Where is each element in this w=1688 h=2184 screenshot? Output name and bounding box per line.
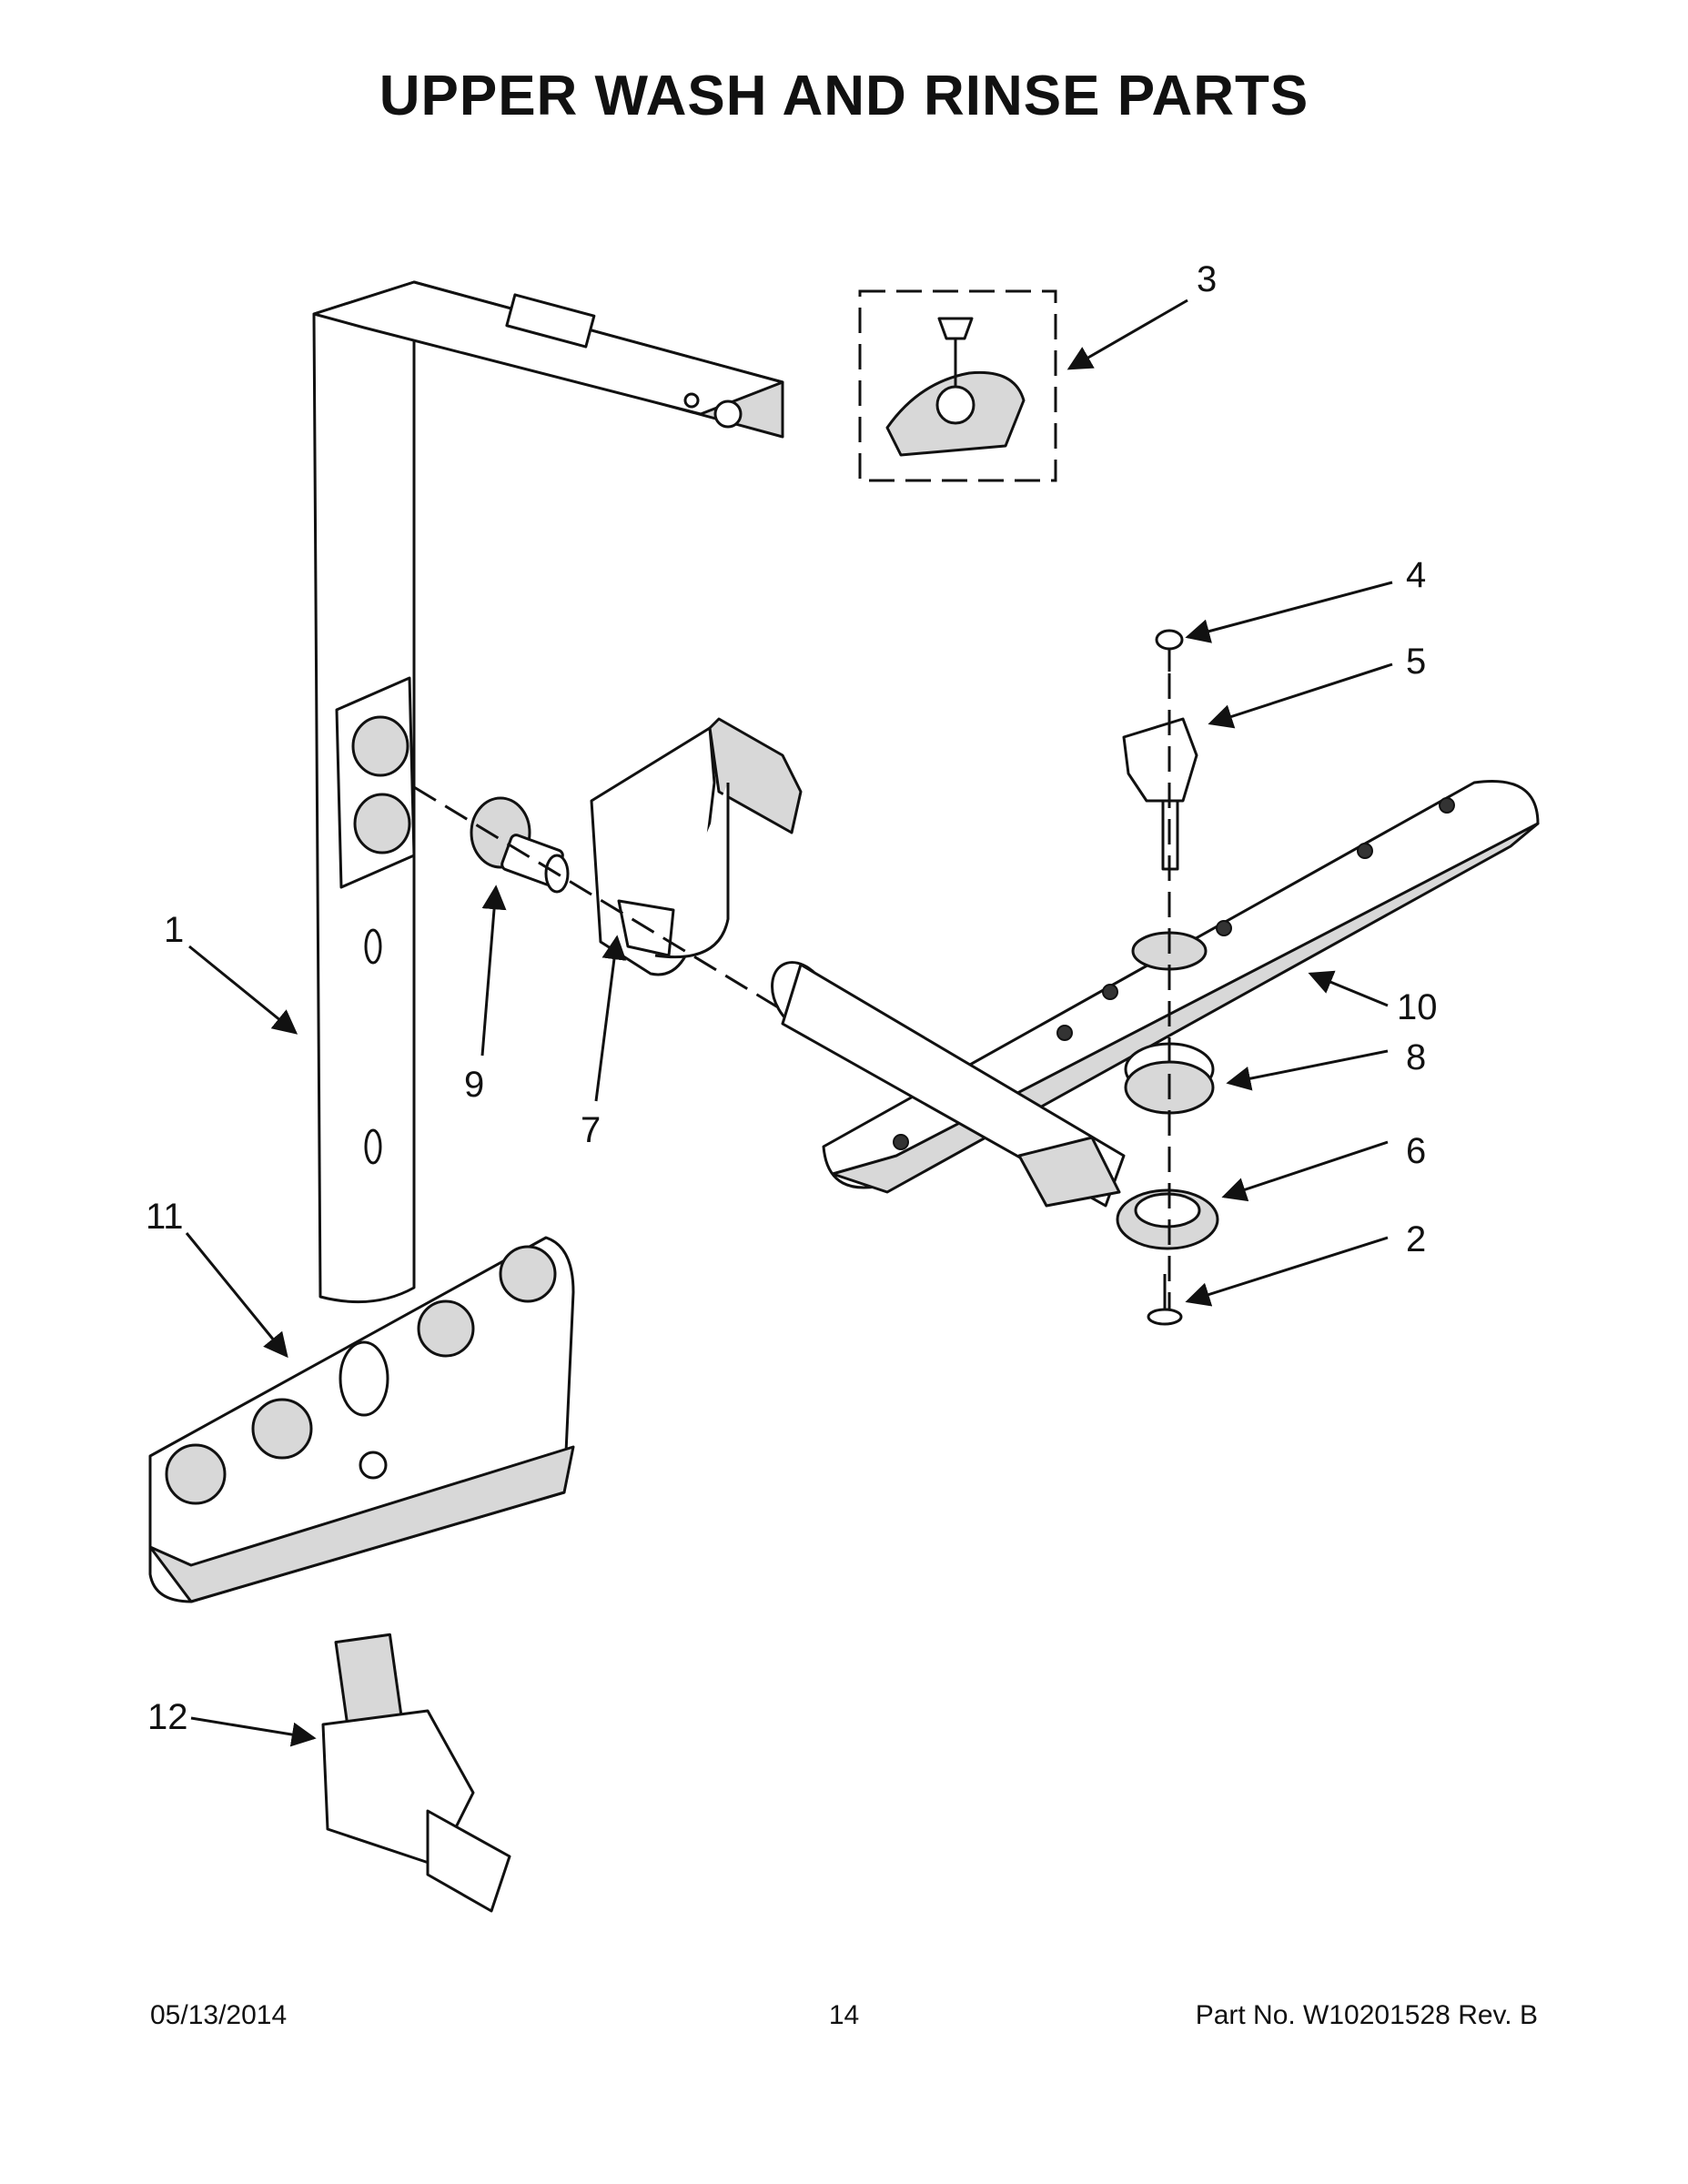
- callout-1: 1: [164, 910, 184, 950]
- part-12-connector: [321, 1633, 511, 1913]
- part-8-ring: [1124, 1042, 1215, 1115]
- callout-12: 12: [147, 1697, 188, 1737]
- callout-11: 11: [146, 1197, 184, 1237]
- footer-page-number: 14: [828, 2000, 860, 2030]
- footer-part-number: Part No. W10201528 Rev. B: [1195, 2000, 1538, 2030]
- part-4-screw: [1155, 629, 1184, 672]
- callout-6: 6: [1406, 1131, 1426, 1171]
- part-1-supply-tube: [312, 280, 784, 1304]
- part-9-valve: [470, 796, 570, 894]
- manifold-jets: [165, 1245, 557, 1505]
- part-7-bracket: [590, 717, 803, 976]
- part-11-manifold: [148, 1236, 575, 1603]
- page-title: UPPER WASH AND RINSE PARTS: [379, 65, 1309, 127]
- callout-4: 4: [1406, 555, 1426, 595]
- footer-date: 05/13/2014: [150, 2000, 288, 2030]
- spray-arm-nozzles: [893, 797, 1455, 1150]
- callout-8: 8: [1406, 1037, 1426, 1077]
- callout-5: 5: [1406, 642, 1426, 682]
- callout-7: 7: [581, 1110, 601, 1150]
- leader-lines: [185, 298, 1393, 1747]
- part-3-clip-detail: [858, 289, 1057, 482]
- callout-2: 2: [1406, 1219, 1426, 1259]
- part-2-screw: [1147, 1274, 1183, 1326]
- callout-10: 10: [1397, 987, 1438, 1027]
- callout-9: 9: [464, 1065, 484, 1105]
- callout-3: 3: [1197, 259, 1217, 299]
- feed-tube: [771, 961, 1126, 1208]
- part-6-hub: [1116, 1188, 1219, 1250]
- part-5-mount: [1122, 717, 1198, 871]
